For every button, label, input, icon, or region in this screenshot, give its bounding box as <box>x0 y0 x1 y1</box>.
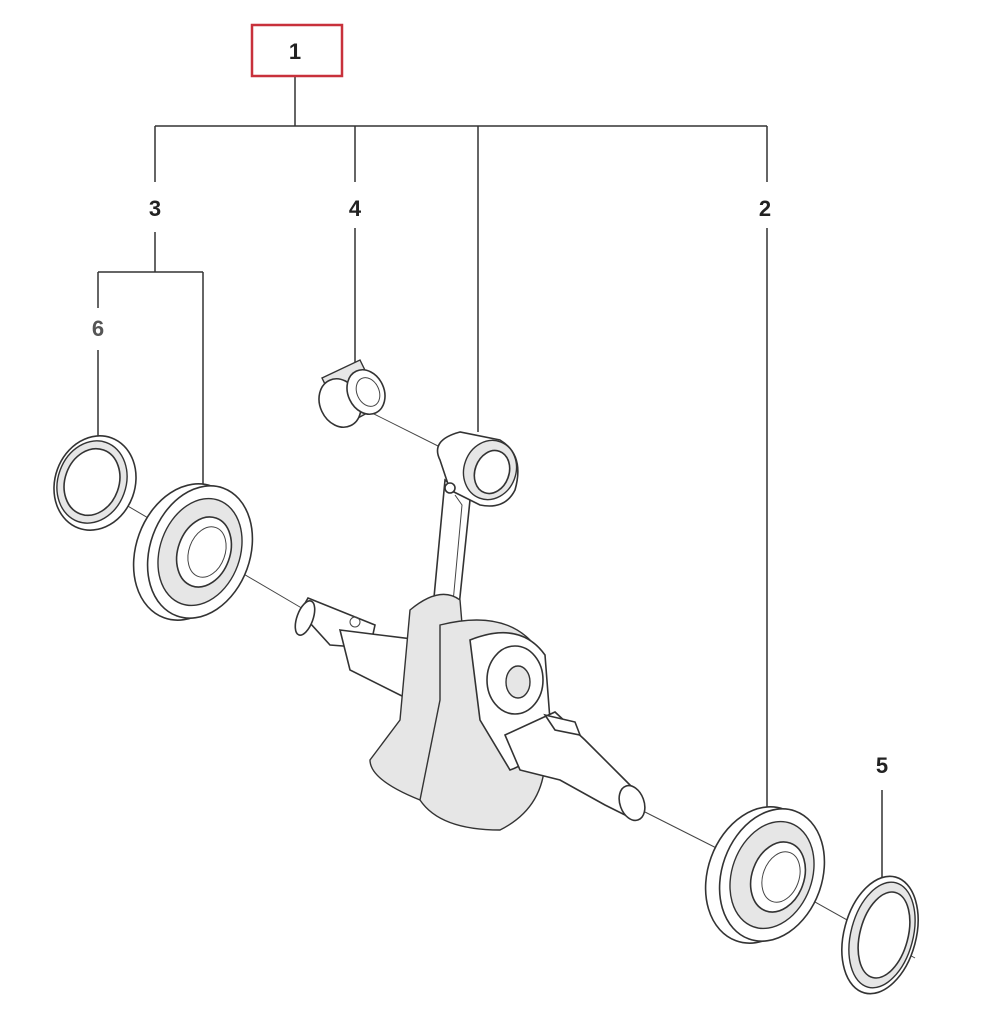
bearing-left <box>132 483 254 621</box>
callout-4[interactable]: 4 <box>349 196 362 221</box>
callout-2[interactable]: 2 <box>759 196 771 221</box>
bearing-right <box>704 806 826 944</box>
washer-right <box>841 875 919 995</box>
seal-left <box>53 435 137 531</box>
needle-bearing <box>318 359 386 428</box>
callout-6[interactable]: 6 <box>92 316 104 341</box>
callout-1[interactable]: 1 <box>289 39 301 64</box>
callout-1-highlight-box[interactable] <box>250 23 344 78</box>
callout-5[interactable]: 5 <box>876 753 888 778</box>
crankshaft <box>294 593 646 831</box>
callout-3[interactable]: 3 <box>149 196 161 221</box>
